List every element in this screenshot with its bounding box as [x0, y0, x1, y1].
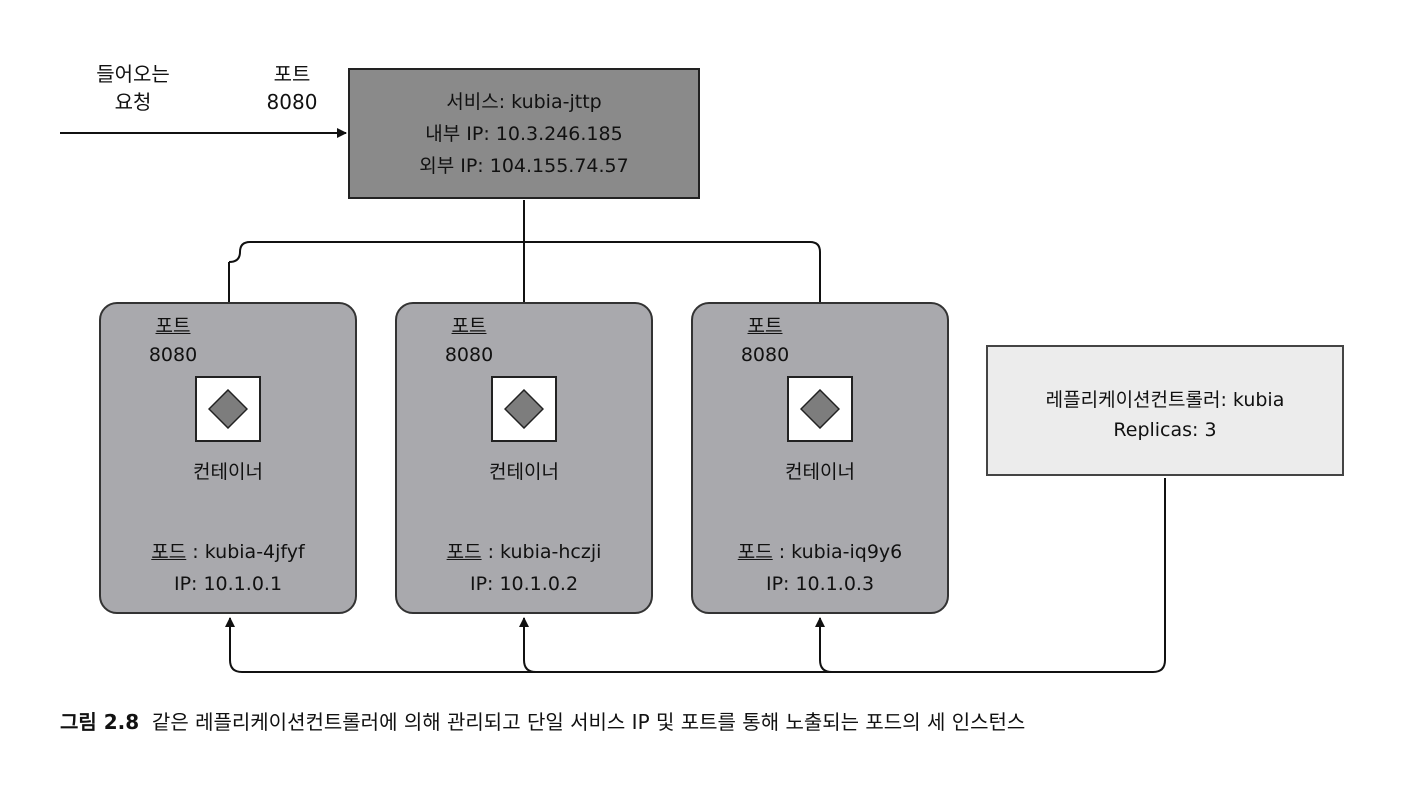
pod-3-port: 포트 8080 [730, 312, 800, 370]
service-port-value: 8080 [266, 90, 318, 114]
replication-controller-box[interactable] [986, 345, 1344, 476]
service-port-title: 포트 [273, 62, 311, 86]
service-details: 서비스: kubia-jttp 내부 IP: 10.3.246.185 외부 I… [348, 86, 700, 182]
container-diamond-icon [504, 389, 544, 429]
pod-3-name: : kubia-iq9y6 [772, 541, 903, 563]
pod-1-name: : kubia-4jfyf [186, 541, 305, 563]
pod-2-port-value: 8080 [444, 344, 494, 366]
service-name: 서비스: kubia-jttp [446, 91, 602, 113]
pod-1-port: 포트 8080 [138, 312, 208, 370]
figure-caption-text: 같은 레플리케이션컨트롤러에 의해 관리되고 단일 서비스 IP 및 포트를 통… [151, 710, 1026, 734]
pod-3-name-line: 포드 : kubia-iq9y6 [691, 536, 949, 568]
pod-box-3[interactable] [691, 302, 949, 614]
incoming-request-label: 들어오는 요청 [88, 60, 178, 116]
pod-3-container-label: 컨테이너 [785, 461, 855, 483]
pod-1-port-value: 8080 [148, 344, 198, 366]
pod-2-prefix: 포드 [446, 541, 482, 563]
pod-3-container[interactable] [787, 376, 853, 442]
pod-3-ip: IP: 10.1.0.3 [765, 573, 875, 595]
figure-caption: 그림 2.8 같은 레플리케이션컨트롤러에 의해 관리되고 단일 서비스 IP … [60, 708, 1025, 736]
pod-2-ip: IP: 10.1.0.2 [469, 573, 579, 595]
pod-1-name-line: 포드 : kubia-4jfyf [99, 536, 357, 568]
incoming-line2: 요청 [114, 90, 152, 114]
pod-2-name: : kubia-hczji [481, 541, 602, 563]
pod-2-port: 포트 8080 [434, 312, 504, 370]
pod-3-prefix: 포드 [737, 541, 773, 563]
incoming-line1: 들어오는 [96, 62, 170, 86]
replication-controller-details: 레플리케이션컨트롤러: kubia Replicas: 3 [986, 385, 1344, 445]
pod-box-1[interactable] [99, 302, 357, 614]
pod-1-port-label: 포트 [155, 315, 191, 337]
pod-3-port-label: 포트 [747, 315, 783, 337]
service-external-ip: 외부 IP: 104.155.74.57 [419, 155, 629, 177]
service-port-label: 포트 8080 [252, 60, 332, 116]
container-diamond-icon [208, 389, 248, 429]
container-diamond-icon [800, 389, 840, 429]
service-box[interactable] [348, 68, 700, 199]
rc-management-line [225, 478, 1166, 673]
pod-3-port-value: 8080 [740, 344, 790, 366]
pod-2-container[interactable] [491, 376, 557, 442]
pod-2-port-label: 포트 [451, 315, 487, 337]
rc-to-pod-2-line [519, 617, 537, 673]
service-internal-ip: 내부 IP: 10.3.246.185 [425, 123, 623, 145]
pod-1-ip: IP: 10.1.0.1 [173, 573, 283, 595]
pod-1-container[interactable] [195, 376, 261, 442]
pod-box-2[interactable] [395, 302, 653, 614]
rc-to-pod-3-line [815, 617, 833, 673]
rc-replicas: Replicas: 3 [1113, 419, 1217, 441]
pod-1-container-label: 컨테이너 [193, 461, 263, 483]
pod-1-prefix: 포드 [151, 541, 187, 563]
figure-number: 그림 2.8 [60, 710, 140, 734]
pod-2-container-label: 컨테이너 [489, 461, 559, 483]
arrow-bend-pod-1 [228, 251, 241, 263]
rc-name: 레플리케이션컨트롤러: kubia [1045, 389, 1285, 411]
pod-2-name-line: 포드 : kubia-hczji [395, 536, 653, 568]
